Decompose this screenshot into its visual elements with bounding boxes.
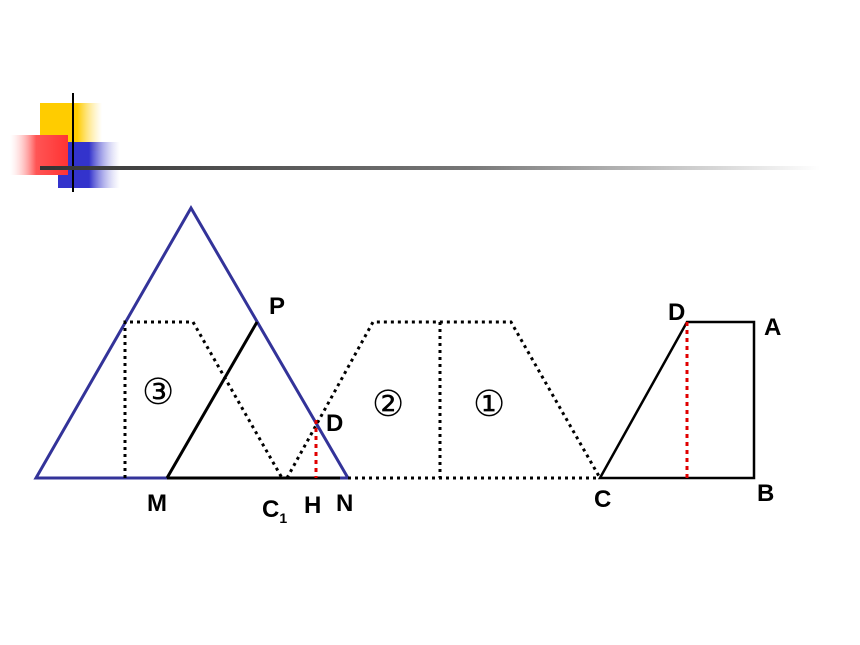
title-ornament (10, 93, 820, 192)
label-D-right: D (668, 299, 685, 326)
region-2-label: ② (372, 384, 404, 425)
label-P: P (269, 293, 285, 320)
label-H: H (304, 492, 321, 519)
label-B: B (757, 480, 774, 507)
label-C1-base: C (262, 496, 279, 523)
dotted-trapezoid-3 (123, 320, 284, 479)
ornament-horizontal-rule (40, 166, 820, 170)
label-D-left: D (326, 410, 343, 437)
label-C1-sub: 1 (279, 510, 287, 526)
segment-MP (165, 321, 259, 479)
label-C1: C1 (262, 496, 287, 526)
label-N: N (336, 490, 353, 517)
label-C: C (594, 486, 611, 513)
region-3-label: ③ (142, 372, 174, 413)
dotted-trapezoid-2-1 (285, 320, 602, 479)
ornament-blue-square (58, 142, 120, 188)
region-1-label: ① (473, 384, 505, 425)
label-A: A (764, 314, 781, 341)
label-M: M (147, 490, 167, 517)
right-trapezoid (597, 320, 756, 480)
